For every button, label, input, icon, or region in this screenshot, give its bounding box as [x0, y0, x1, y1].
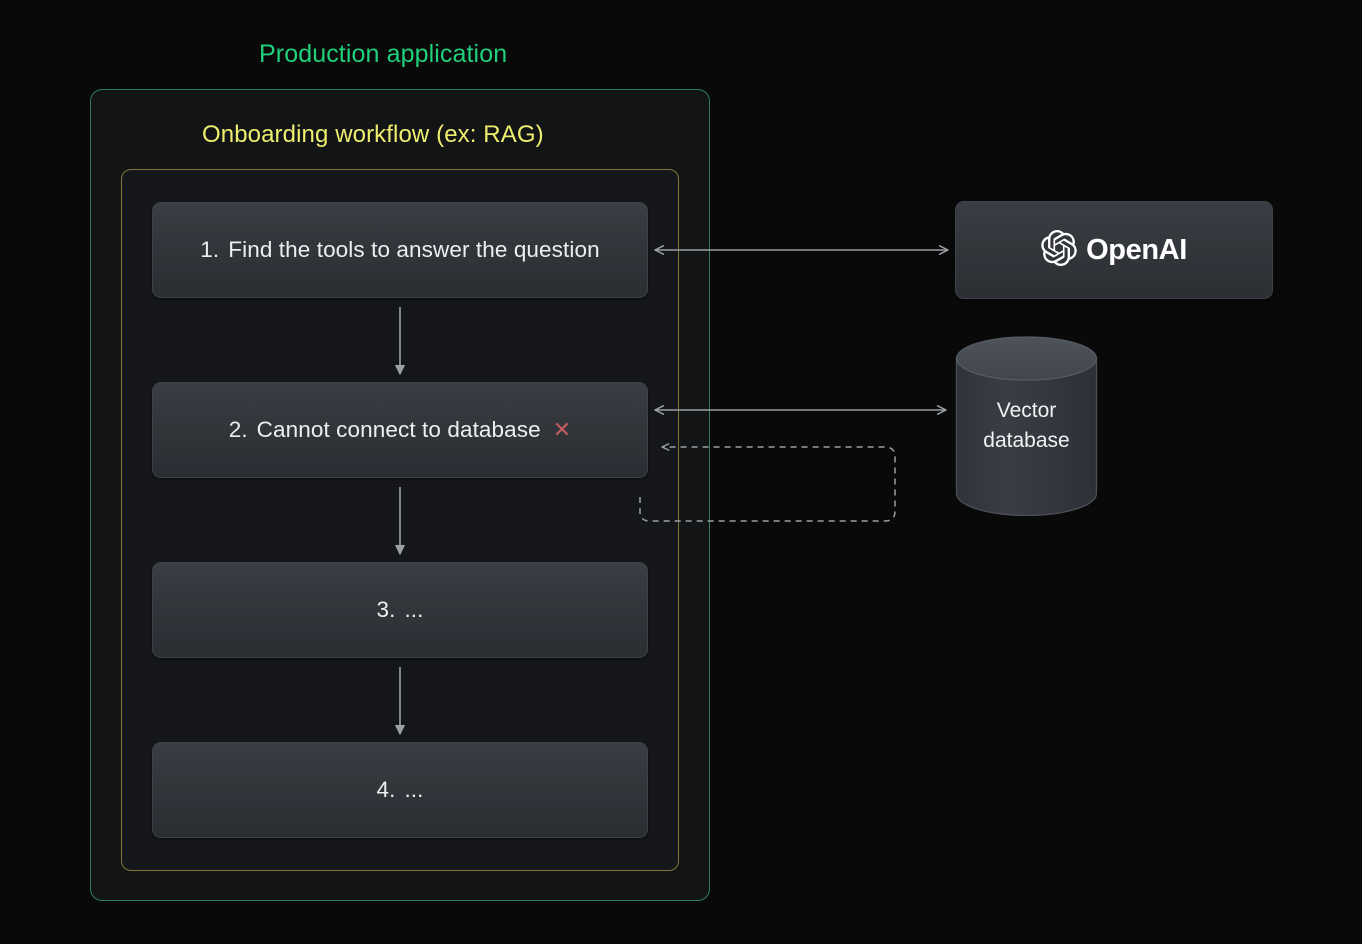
- error-x-icon: ✕: [552, 417, 572, 442]
- production-application-title: Production application: [259, 40, 508, 68]
- workflow-step-4[interactable]: 4. ...: [152, 742, 648, 838]
- cylinder-shape: [955, 336, 1098, 517]
- step-number: 4.: [376, 777, 396, 802]
- workflow-step-3[interactable]: 3. ...: [152, 562, 648, 658]
- step-label: Find the tools to answer the question: [228, 237, 600, 262]
- openai-blossom-icon: [1041, 229, 1077, 271]
- workflow-step-2[interactable]: 2. Cannot connect to database ✕: [152, 382, 648, 478]
- openai-node[interactable]: OpenAI: [955, 201, 1273, 299]
- step-number: 2.: [228, 417, 248, 442]
- step-label: ...: [404, 597, 424, 622]
- step-label: ...: [404, 777, 424, 802]
- step-number: 3.: [376, 597, 396, 622]
- workflow-step-1[interactable]: 1. Find the tools to answer the question: [152, 202, 648, 298]
- openai-wordmark: OpenAI: [1086, 233, 1187, 266]
- step-number: 1.: [200, 237, 220, 262]
- step-label: Cannot connect to database: [256, 417, 541, 442]
- onboarding-workflow-title: Onboarding workflow (ex: RAG): [202, 121, 544, 148]
- vector-database-node[interactable]: Vector database: [955, 336, 1098, 517]
